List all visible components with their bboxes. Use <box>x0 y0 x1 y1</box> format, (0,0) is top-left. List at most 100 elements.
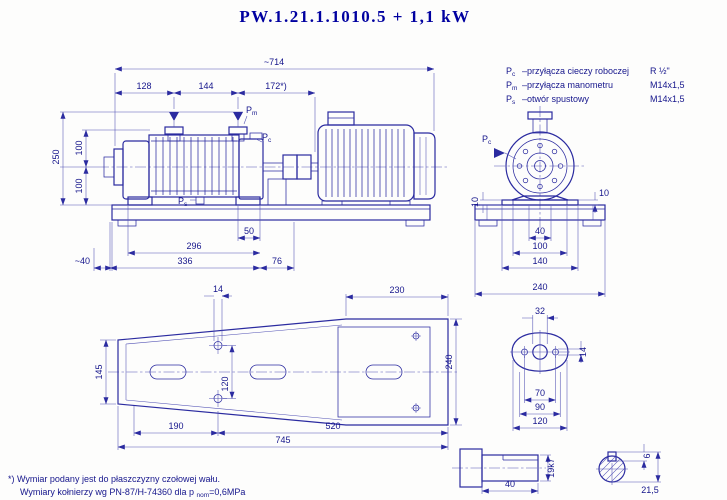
drain-plug <box>195 196 205 205</box>
front-view: Pc 10 10 40 100 140 240 <box>470 106 609 297</box>
legend-symbol-ps: Ps <box>506 94 516 106</box>
dim-plan-240: 240 <box>444 354 454 369</box>
ext-lines <box>117 406 449 450</box>
drawing-title: PW.1.21.1.1010.5 + 1,1 kW <box>239 7 470 26</box>
port-label-pc: Pc <box>262 132 272 144</box>
legend-value-ps: M14x1,5 <box>650 94 685 104</box>
dim-flange-90: 90 <box>535 402 545 412</box>
foot-block <box>478 219 498 227</box>
dim-plan-14: 14 <box>213 284 223 294</box>
section-crosshairs <box>596 463 628 485</box>
bolt-holes <box>516 142 564 190</box>
anchor-bolt-marks <box>512 200 568 205</box>
fan-cover <box>413 132 436 200</box>
flow-marker-icon <box>169 112 179 121</box>
slot-hole <box>365 364 403 380</box>
hole-crosshairs <box>209 337 227 407</box>
motor-side <box>317 111 436 206</box>
dim-flange-32: 32 <box>535 306 545 316</box>
dim-side-100-top: 100 <box>74 140 84 155</box>
pc-front-leader <box>504 152 517 160</box>
terminal-box <box>327 111 355 126</box>
dim-side-40: ~40 <box>75 256 90 266</box>
dim-plan-520: 520 <box>325 421 340 431</box>
ext-lines <box>512 356 568 431</box>
flange-crosshairs <box>510 330 570 374</box>
shaft-lines <box>263 162 318 172</box>
dim-side-250: 250 <box>51 149 61 164</box>
pump-side <box>60 111 264 206</box>
dim-plan-145: 145 <box>94 364 104 379</box>
footnotes: *) Wymiar podany jest do płaszczyzny czo… <box>8 474 245 499</box>
flow-marker-icon <box>233 112 243 121</box>
port-a-neck <box>167 133 181 142</box>
dim-side-50: 50 <box>244 226 254 236</box>
dim-front-10-right: 10 <box>599 188 609 198</box>
hole-crosshairs <box>411 331 421 413</box>
motor-mount-area <box>337 326 431 418</box>
dim-key-height-215: 21,5 <box>641 485 659 495</box>
dim-shaft-40: 40 <box>505 479 515 489</box>
dim-front-140: 140 <box>532 256 547 266</box>
key-section <box>607 451 617 462</box>
plan-dimensions: 14 230 145 240 120 190 520 745 <box>94 284 462 450</box>
flange-dimensions: 32 14 70 90 120 <box>512 306 588 431</box>
legend-symbol-pm: Pm <box>506 80 517 92</box>
arrow-stubs <box>482 192 595 213</box>
keyway-side <box>502 455 538 461</box>
legend-desc-pm: –przyłącza manometru <box>522 80 613 90</box>
dim-front-40: 40 <box>535 226 545 236</box>
cooling-fins <box>325 129 405 197</box>
flange-detail: 32 14 70 90 120 <box>510 306 588 431</box>
dim-side-172: 172*) <box>265 81 287 91</box>
dim-side-296: 296 <box>186 241 201 251</box>
baseplate-side <box>111 204 431 227</box>
tie-rods <box>151 140 237 192</box>
dim-plan-745: 745 <box>275 435 290 445</box>
footnote-1: *) Wymiar podany jest do płaszczyzny czo… <box>8 474 220 484</box>
baseplate <box>111 204 431 221</box>
ext-lines <box>213 299 223 341</box>
side-dimensions: ~714 128 144 172*) 250 100 100 50 <box>51 57 435 271</box>
coupling <box>263 154 318 206</box>
dim-shaft-diameter: 19k7 <box>546 458 556 478</box>
port-label-pm: Pm <box>246 105 257 117</box>
dim-plan-230: 230 <box>389 285 404 295</box>
dim-front-10-left: 10 <box>470 197 480 207</box>
flange-ring <box>512 138 568 194</box>
section-dimensions: 6 21,5 <box>612 444 661 495</box>
dim-flange-120: 120 <box>532 416 547 426</box>
foot-block <box>405 219 425 227</box>
legend-value-pc: R ½" <box>650 66 670 76</box>
dim-plan-190: 190 <box>168 421 183 431</box>
dim-side-128: 128 <box>136 81 151 91</box>
port-label-pc-front: Pc <box>482 134 492 146</box>
dim-front-240: 240 <box>532 282 547 292</box>
side-port-labels: Pm Pc Ps <box>178 105 272 208</box>
dim-flange-14: 14 <box>578 347 588 357</box>
ext-lines <box>93 206 295 271</box>
shaft-circle <box>534 160 546 172</box>
plan-view: 14 230 145 240 120 190 520 745 <box>94 284 462 450</box>
front-dimensions: 10 10 40 100 140 240 <box>470 188 609 297</box>
port-b-neck <box>231 133 245 142</box>
foot-block <box>582 219 602 227</box>
dim-front-100: 100 <box>532 241 547 251</box>
flow-marker-icon <box>494 148 505 158</box>
shaft-end <box>481 454 539 482</box>
dim-flange-70: 70 <box>535 388 545 398</box>
pc-leader <box>255 138 263 143</box>
ext-lines <box>474 206 606 297</box>
slot-hole <box>149 364 187 380</box>
fan-cover-slots <box>419 137 427 195</box>
ext-lines <box>480 199 598 206</box>
dim-side-336: 336 <box>177 256 192 266</box>
hub-circle <box>526 152 554 180</box>
legend-desc-ps: –otwór spustowy <box>522 94 590 104</box>
dim-side-overall: ~714 <box>264 57 284 67</box>
slot-hole <box>249 364 287 380</box>
baseplate-front <box>474 204 606 221</box>
dim-side-100-bottom: 100 <box>74 178 84 193</box>
